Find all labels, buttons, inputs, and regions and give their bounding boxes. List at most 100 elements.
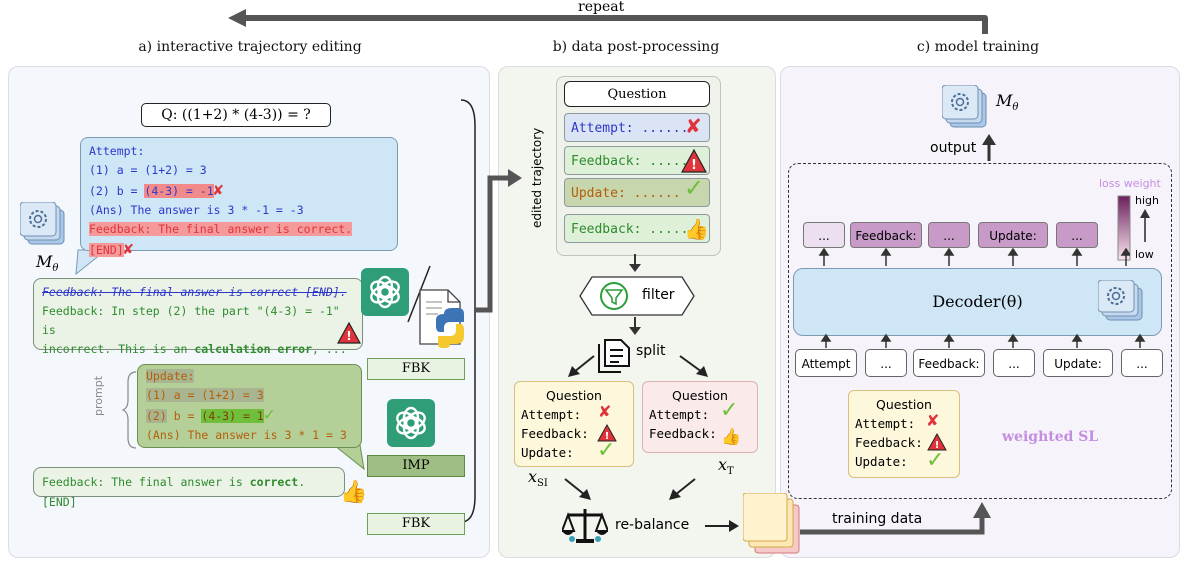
input-token-6: ... (1121, 349, 1163, 377)
output-arrow (982, 134, 996, 161)
feedback-calc-error: calculation error (194, 342, 313, 356)
card-si-attempt: Attempt: (521, 407, 582, 422)
update-check-icon: ✓ (263, 404, 275, 425)
card-c-attempt: Attempt: (855, 416, 916, 431)
thumbs-up-icon: 👍 (340, 480, 368, 505)
attempt-line-1: Attempt: (89, 144, 145, 158)
slash-divider (407, 265, 431, 323)
update-bubble: Update: (1) a = (1+2) = 3 (2) b = (4-3) … (137, 364, 362, 448)
attempt-bubble: Attempt: (1) a = (1+2) = 3 (2) b = (4-3)… (80, 137, 398, 258)
filter-label: filter (642, 287, 675, 303)
warning-icon: ! (337, 322, 361, 344)
fbk-tag-2: FBK (367, 513, 465, 535)
panel-c-title: c) model training (916, 39, 1040, 55)
x-si-sub: SI (537, 478, 548, 490)
svg-text:!: ! (605, 431, 610, 442)
output-token-feedback: Feedback: (850, 222, 922, 248)
card-t-feedback: Feedback: (649, 426, 717, 441)
update-line-3: (2) b = (4-3) = 1✓ (146, 405, 353, 426)
loss-weight-gradient (1117, 195, 1131, 261)
model-label-m: M (36, 252, 53, 271)
input-token-feedback: Feedback: (913, 349, 985, 377)
traj-feedback-2: Feedback: ...... (564, 214, 710, 243)
filter-box (579, 276, 695, 316)
card-si-feedback: Feedback: (521, 426, 589, 441)
rebalance-label: re-balance (615, 517, 690, 533)
update-line-3a: (2) (146, 409, 167, 423)
input-token-2: ... (865, 349, 907, 377)
output-token-update: Update: (978, 222, 1048, 248)
scale-icon (562, 509, 608, 543)
training-data-stack-icon (743, 493, 800, 554)
traj-update-check-icon: ✓ (684, 174, 705, 202)
arrow-to-split (629, 317, 641, 335)
model-c-m: M (996, 91, 1013, 110)
output-token-1: ... (803, 222, 845, 248)
traj-thumbs-up-icon: 👍 (684, 217, 709, 241)
final-feedback-a: Feedback: The final answer is (42, 475, 250, 489)
traj-update: Update: ...... (564, 178, 710, 207)
feedback-bubble: Feedback: The final answer is correct [E… (33, 278, 363, 356)
output-token-3: ... (928, 222, 970, 248)
svg-text:!: ! (691, 158, 697, 173)
repeat-label: repeat (578, 0, 625, 15)
x-si-label: xSI (528, 467, 548, 489)
model-gear-icon (20, 202, 65, 245)
high-label: high (1135, 194, 1159, 207)
model-c-gear-icon (942, 85, 987, 128)
card-t-attempt: Attempt: (649, 407, 710, 422)
card-c-warning-icon: ! (927, 433, 947, 451)
model-c-label: Mθ (996, 91, 1018, 113)
edited-trajectory-label: edited trajectory (530, 127, 544, 228)
arrow-to-training-data (705, 520, 739, 532)
attempt-error-highlight: (4-3) = -1 (144, 184, 214, 198)
rebalance-arrows (564, 478, 696, 500)
update-bubble-tail (333, 445, 365, 471)
split-document-icon (598, 339, 630, 373)
prompt-label: prompt (92, 375, 105, 416)
python-file-icon (419, 289, 464, 348)
output-label: output (930, 140, 977, 156)
repeat-arrow (228, 9, 988, 34)
low-label: low (1135, 248, 1154, 261)
final-feedback-correct: correct (249, 475, 299, 489)
input-token-arrows (820, 334, 1146, 348)
edited-trajectory-arrow (474, 169, 522, 313)
feedback-strike-line: Feedback: The final answer is correct [E… (42, 285, 347, 299)
attempt-line-2: (1) a = (1+2) = 3 (89, 163, 207, 177)
feedback-x-icon: ✘ (123, 239, 134, 258)
attempt-line-4: (Ans) The answer is 3 * -1 = -3 (89, 203, 304, 217)
attempt-line-3a: (2) b = (89, 184, 145, 198)
training-data-arrow (800, 502, 991, 535)
card-c-question: Question (876, 397, 932, 412)
card-c-feedback: Feedback: (855, 435, 923, 450)
model-label-sub: θ (52, 263, 59, 275)
training-data-label: training data (832, 511, 923, 527)
input-token-4: ... (993, 349, 1035, 377)
card-si: Question Attempt: Feedback: Update: (514, 381, 634, 467)
card-c-x-icon: ✘ (926, 411, 940, 430)
split-label: split (636, 343, 666, 359)
card-si-warning-icon: ! (597, 424, 617, 442)
update-line-1: Update: (146, 367, 353, 386)
model-c-sub: θ (1012, 102, 1019, 114)
card-si-check-icon: ✓ (597, 438, 616, 463)
update-line-2: (1) a = (1+2) = 3 (146, 386, 353, 405)
loss-weight-label: loss weight (1099, 177, 1161, 190)
openai-logo-icon (361, 268, 409, 316)
traj-question: Question (564, 81, 710, 107)
decoder-gear-icon (1098, 280, 1143, 321)
model-label: Mθ (36, 252, 58, 274)
card-c-update: Update: (855, 454, 908, 469)
final-feedback-c: . [END] (42, 475, 306, 509)
high-arrow (1140, 209, 1150, 242)
card-si-update: Update: (521, 445, 574, 460)
card-t-check-icon: ✓ (720, 398, 739, 423)
card-t-thumbs-up-icon: 👍 (721, 427, 741, 446)
output-token-5: ... (1056, 222, 1098, 248)
x-t-sub: T (727, 466, 734, 478)
weighted-sl-label: weighted SL (1002, 429, 1099, 445)
question-box: Q: ((1+2) * (4-3)) = ? (141, 103, 331, 127)
panel-b-title: b) data post-processing (552, 39, 720, 55)
card-c-check-icon: ✓ (926, 448, 945, 473)
